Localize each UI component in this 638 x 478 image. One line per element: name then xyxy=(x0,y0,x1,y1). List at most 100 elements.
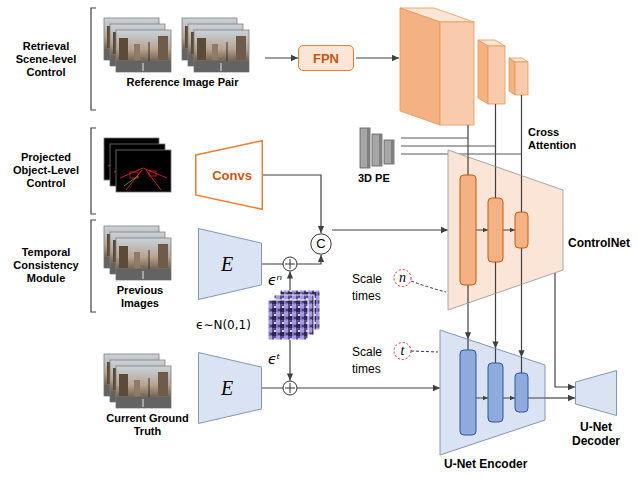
annotation-label: Scale xyxy=(352,272,382,286)
feature-front xyxy=(488,46,505,104)
road xyxy=(116,397,170,408)
annotation-label: times xyxy=(352,362,381,376)
cross-attention-line xyxy=(467,125,468,157)
trapezoid xyxy=(576,371,617,416)
annotation-label: Scale xyxy=(352,345,382,359)
connector xyxy=(265,55,298,61)
building xyxy=(134,380,140,396)
connector-line xyxy=(332,229,448,230)
vae-encoder: E xyxy=(198,352,262,424)
encoding-slab xyxy=(384,140,394,164)
pole xyxy=(227,42,228,61)
scale-link xyxy=(411,281,446,292)
add-circle xyxy=(283,381,297,395)
lane-line xyxy=(120,168,167,178)
fpn-output-arrow-head xyxy=(392,55,399,61)
noise-sample xyxy=(268,300,308,340)
building xyxy=(119,374,128,396)
add-stroke xyxy=(290,259,291,269)
cross-attention-line xyxy=(495,104,496,167)
feature-map xyxy=(400,8,474,125)
feature-map xyxy=(478,40,505,104)
unet-encoder: U-Net Encoder xyxy=(440,330,545,455)
building xyxy=(212,44,218,60)
road-marking xyxy=(143,271,144,279)
vae-encoder: E xyxy=(198,228,262,300)
position-encoding-line xyxy=(401,145,496,146)
camera-frame xyxy=(194,30,249,72)
arrow-head xyxy=(318,226,324,233)
building xyxy=(197,38,206,60)
trapezoid xyxy=(196,141,263,210)
trapezoid xyxy=(199,353,262,424)
connector xyxy=(332,227,448,233)
residual-arrow xyxy=(521,284,522,357)
noise-symbol: ϵⁿ xyxy=(268,272,282,288)
arrow-head xyxy=(441,227,448,233)
feature-side xyxy=(478,40,488,104)
connector-line xyxy=(555,273,575,387)
pole xyxy=(149,378,150,397)
connector-line xyxy=(263,175,321,233)
residual-line xyxy=(467,339,468,350)
add-symbol xyxy=(283,381,297,395)
building xyxy=(236,36,246,60)
noise-arrow-head xyxy=(287,374,293,381)
shape-outline xyxy=(575,370,617,416)
residual-line xyxy=(495,349,496,364)
cross-attention-line xyxy=(521,176,522,212)
trapezoid xyxy=(448,150,563,310)
image-caption: Previous Images xyxy=(100,284,180,310)
trapezoid xyxy=(199,229,262,300)
cross-attention-line xyxy=(495,167,496,199)
add-circle xyxy=(283,257,297,271)
pole xyxy=(149,42,150,61)
connector-line xyxy=(262,387,440,388)
cross-attention-line xyxy=(467,157,468,175)
object-box xyxy=(149,171,156,176)
encoding-slab-side xyxy=(367,128,370,168)
variable-label: n xyxy=(397,270,408,286)
shape-outline xyxy=(448,150,563,310)
group-label: Retrieval Scene-level Control xyxy=(4,40,88,79)
encoding-slab xyxy=(372,134,382,166)
encoder-symbol: E xyxy=(221,377,239,399)
building xyxy=(119,38,128,60)
image-caption: Reference Image Pair xyxy=(100,76,265,89)
box-label: FPN xyxy=(313,51,339,66)
conv-block: Convs xyxy=(195,140,263,210)
annotation-label: times xyxy=(352,289,381,303)
road-marking xyxy=(221,63,222,71)
noise-symbol: ϵᵗ xyxy=(268,351,281,367)
connector xyxy=(545,395,575,401)
scale-link xyxy=(411,351,438,352)
block-label: U-Net Encoder xyxy=(444,457,527,471)
frame-ground xyxy=(116,30,171,72)
building xyxy=(158,244,168,268)
variable-label: t xyxy=(397,343,408,359)
noise-arrow-head xyxy=(287,272,293,279)
road xyxy=(116,269,170,280)
camera-frame xyxy=(116,238,171,280)
residual-line xyxy=(521,248,522,284)
group-bracket xyxy=(91,128,96,214)
block-label: ControlNet xyxy=(568,236,630,250)
unet-decoder: U-Net Decoder xyxy=(575,370,617,416)
camera-frame xyxy=(116,366,171,408)
pole xyxy=(149,250,150,269)
encoding-slab-side xyxy=(391,140,394,164)
image-caption: Current Ground Truth xyxy=(100,412,195,438)
building xyxy=(119,246,128,268)
residual-line xyxy=(521,357,522,373)
road-marking xyxy=(143,63,144,71)
arrow-head xyxy=(291,55,298,61)
feature-front xyxy=(440,22,474,125)
encoding-slab xyxy=(360,128,370,168)
projected-frame xyxy=(116,150,171,192)
group-bracket xyxy=(91,220,96,312)
residual-line xyxy=(495,262,496,294)
layer-block xyxy=(460,175,476,285)
layer-block xyxy=(515,373,528,412)
shape-outline xyxy=(440,330,545,455)
